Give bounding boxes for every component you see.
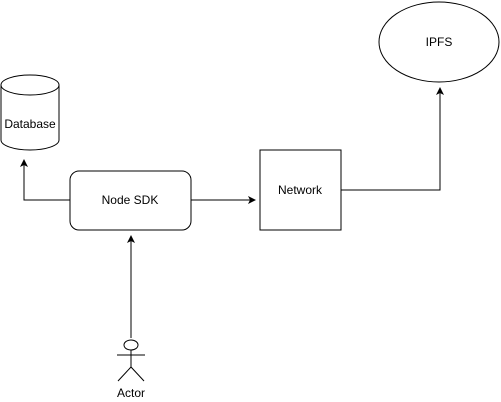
network-node[interactable]: Network: [259, 149, 342, 231]
edge-network-to-ipfs: [341, 87, 444, 191]
node-sdk-node[interactable]: Node SDK: [69, 170, 192, 231]
database-node[interactable]: Database: [0, 74, 60, 151]
node-sdk-label: Node SDK: [102, 193, 159, 207]
network-label: Network: [278, 183, 323, 197]
node-sdk-box: [69, 170, 192, 231]
actor-node[interactable]: Actor: [117, 339, 145, 400]
actor-label: Actor: [117, 386, 145, 400]
network-box: [259, 149, 342, 231]
ipfs-label: IPFS: [426, 35, 453, 49]
database-cylinder-top: [0, 74, 60, 96]
database-label: Database: [4, 117, 56, 131]
actor-left-leg: [117, 366, 132, 382]
actor-right-leg: [130, 366, 145, 382]
actor-head: [123, 339, 139, 351]
ipfs-node[interactable]: IPFS: [378, 1, 500, 83]
database-cylinder-body: [0, 85, 60, 151]
ipfs-ellipse: [378, 1, 500, 83]
edge-nodesdk-to-database: [20, 159, 70, 201]
